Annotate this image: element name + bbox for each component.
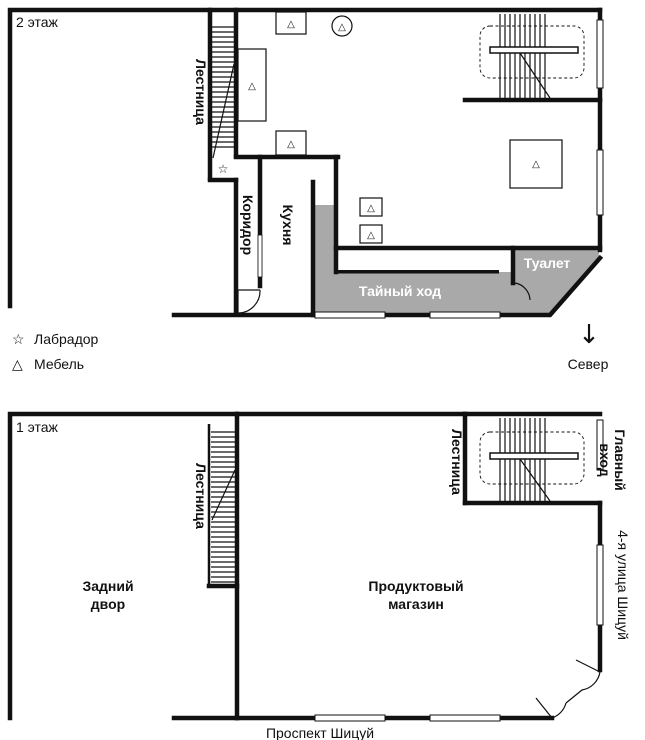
furniture-icon: △ — [367, 203, 375, 214]
furniture-icon: △ — [248, 81, 256, 92]
f1-wall-west-top — [7, 411, 240, 721]
f2-secret-passage-label-1: Тайный ход — [388, 252, 470, 268]
f1-backyard-label-2: двор — [91, 596, 125, 612]
f1-main-entrance-label-1: Главный — [612, 429, 628, 491]
f2-corridor-label: Коридор — [240, 195, 256, 255]
north-indicator: ↓ Север — [568, 320, 609, 372]
f2-stairs-left — [212, 26, 235, 159]
f2-kitchen-label: Кухня — [280, 205, 296, 246]
labrador-star-icon: ☆ — [218, 162, 229, 176]
floor1-plan: 1 этаж Лестница Лестница Главный вход За… — [7, 411, 631, 740]
f2-furniture-top — [275, 11, 307, 35]
f1-stairs-right-label: Лестница — [449, 429, 465, 495]
f2-furniture-small-2 — [359, 224, 383, 244]
f2-wall-south-right — [310, 254, 604, 318]
f2-furniture-bottom — [275, 130, 307, 156]
f2-window-1 — [314, 311, 386, 319]
f2-toilet-label: Туалет — [524, 255, 571, 271]
floor2-title: 2 этаж — [16, 14, 59, 30]
f2-stairs-right — [479, 14, 585, 99]
f1-stairs-left-label: Лестница — [193, 463, 209, 529]
f1-shop-label-1: Продуктовый — [368, 578, 463, 594]
legend-triangle-icon: △ — [12, 356, 23, 372]
f2-stairs-label: Лестница — [193, 59, 209, 125]
legend-star-icon: ☆ — [12, 331, 25, 347]
furniture-icon: △ — [532, 159, 540, 170]
f1-door-corner — [535, 659, 601, 719]
floor2-plan: △ △ △ △ △ △ △ ☆ 2 этаж Лестница Коридор … — [7, 7, 604, 319]
floor1-title: 1 этаж — [16, 419, 59, 435]
f1-window-1 — [314, 714, 386, 722]
street-south-label: Проспект Шицуй — [266, 725, 374, 740]
legend: ☆ Лабрадор △ Мебель — [12, 331, 99, 372]
f1-window-4 — [596, 419, 604, 471]
f2-door-corridor — [237, 289, 261, 314]
legend-furniture-label: Мебель — [34, 356, 84, 372]
f2-window-5 — [257, 234, 263, 278]
secret-passage-area — [313, 205, 599, 313]
f1-stairs-left — [211, 431, 236, 583]
f2-furniture-round — [331, 15, 353, 37]
f2-wall-west-top — [7, 7, 603, 309]
f2-furniture-table — [509, 139, 563, 189]
furniture-icon: △ — [367, 230, 375, 241]
f1-backyard-label-1: Задний — [82, 578, 133, 594]
legend-labrador-label: Лабрадор — [34, 331, 99, 347]
street-east-label: 4-я улица Шицуй — [615, 530, 631, 640]
f1-main-entrance-label-2: вход — [597, 443, 613, 476]
f2-furniture-wall — [237, 48, 267, 122]
secret-passage-divider — [336, 270, 499, 274]
f2-window-3 — [596, 19, 604, 89]
f1-stairs-right — [479, 418, 585, 502]
f2-window-4 — [596, 149, 604, 216]
furniture-icon: △ — [338, 22, 346, 33]
f2-furniture-small-1 — [359, 197, 383, 217]
north-label: Север — [568, 356, 609, 372]
f2-window-2 — [429, 311, 501, 319]
f1-shop-label-2: магазин — [388, 596, 444, 612]
f1-window-2 — [429, 714, 501, 722]
f2-door-toilet — [514, 282, 531, 301]
furniture-icon: △ — [287, 19, 295, 30]
f2-secret-passage-label-2: Тайный ход — [359, 283, 441, 299]
f1-window-3 — [596, 544, 604, 626]
furniture-icon: △ — [287, 139, 295, 150]
north-arrow-icon: ↓ — [578, 320, 600, 350]
